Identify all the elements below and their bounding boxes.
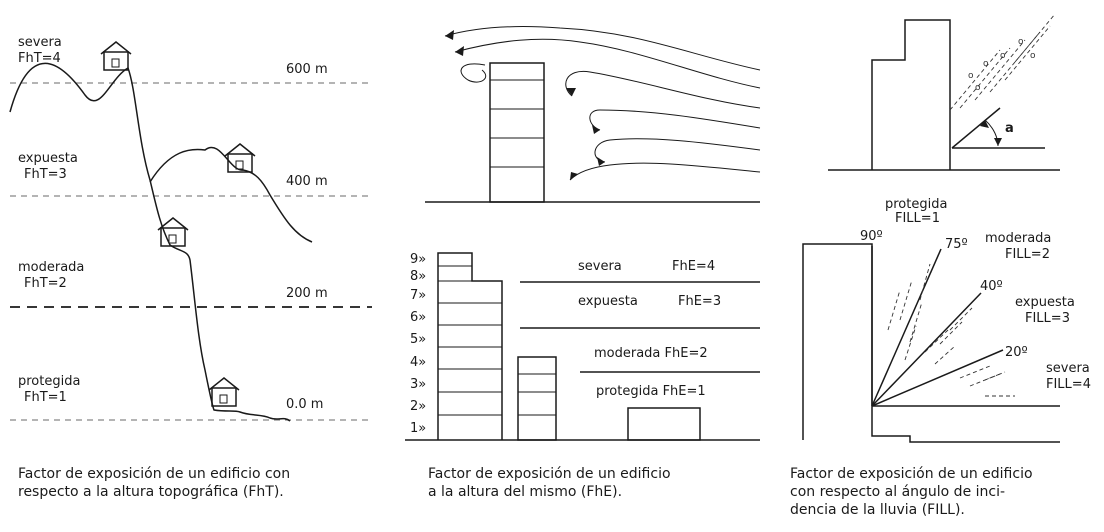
arrow-icon <box>592 125 600 134</box>
panel-topographic: severa FhT=4 expuesta FhT=3 moderada FhT… <box>9 35 372 500</box>
wind-line <box>565 70 761 109</box>
arrow-icon <box>445 30 454 40</box>
floor-label: 7» <box>410 288 426 303</box>
tall-building <box>489 62 545 203</box>
wind-line <box>589 109 761 131</box>
zone-severa: severa <box>578 259 622 274</box>
arrow-icon <box>570 172 578 180</box>
panel-wind <box>425 26 761 203</box>
zone-protegida: protegida FhE=1 <box>596 384 706 399</box>
angle-40: 40º <box>980 279 1003 294</box>
zone-expuesta: expuesta <box>578 294 638 309</box>
label-expuesta: expuesta <box>18 151 78 166</box>
zone-expuesta-factor: FhE=3 <box>678 294 721 309</box>
small-building <box>627 407 701 441</box>
caption-rain-line3: dencia de la lluvia (FILL). <box>790 502 965 518</box>
arrow-icon <box>994 138 1002 146</box>
caption-height-line1: Factor de exposición de un edificio <box>428 466 671 482</box>
angle-label: a <box>1005 121 1014 136</box>
wind-line <box>454 38 761 89</box>
zone-severa: severa <box>1046 361 1090 376</box>
altitude-0: 0.0 m <box>286 397 323 412</box>
label-protegida-factor: FhT=1 <box>24 390 67 405</box>
zone-severa-factor: FhE=4 <box>672 259 715 274</box>
svg-text:o: o <box>983 59 989 69</box>
svg-text:o: o <box>1030 51 1036 61</box>
panel-height: 1» 2» 3» 4» 5» 6» 7» 8» 9» severa FhE=4 … <box>405 252 760 500</box>
zone-expuesta-factor: FILL=3 <box>1025 311 1070 326</box>
terrain-profile <box>9 62 291 422</box>
building <box>871 19 951 170</box>
arrow-icon <box>566 88 576 96</box>
angle-90: 90º <box>860 229 883 244</box>
floor-label: 4» <box>410 355 426 370</box>
rain-direction-line <box>951 107 1001 149</box>
floor-label: 9» <box>410 252 426 267</box>
arrow-icon <box>455 46 464 56</box>
house-icon <box>208 377 240 407</box>
zone-moderada: moderada FhE=2 <box>594 346 708 361</box>
label-severa-factor: FhT=4 <box>18 51 61 66</box>
angle-line-40 <box>871 292 982 407</box>
label-protegida: protegida <box>18 374 80 389</box>
svg-text:o: o <box>1018 37 1024 47</box>
caption-topographic-line1: Factor de exposición de un edificio con <box>18 466 290 482</box>
caption-height-line2: a la altura del mismo (FhE). <box>428 484 622 500</box>
zone-moderada-factor: FILL=2 <box>1005 247 1050 262</box>
label-protegida-factor: FILL=1 <box>895 211 940 226</box>
angle-20: 20º <box>1005 345 1028 360</box>
wind-line <box>594 138 761 163</box>
wind-line <box>444 26 761 71</box>
panel-rain-fan: protegida FILL=1 90º 75º 40º 20º moderad… <box>790 197 1091 518</box>
house-icon <box>157 217 189 247</box>
arrow-icon <box>980 120 989 128</box>
zone-severa-factor: FILL=4 <box>1046 377 1091 392</box>
floor-label: 3» <box>410 377 426 392</box>
wind-eddy <box>460 63 487 83</box>
altitude-400: 400 m <box>286 174 328 189</box>
rain-streaks <box>949 13 1056 111</box>
label-protegida: protegida <box>885 197 947 212</box>
angle-line-75 <box>871 248 942 407</box>
label-moderada-factor: FhT=2 <box>24 276 67 291</box>
medium-building <box>517 356 557 441</box>
floor-label: 6» <box>410 310 426 325</box>
angle-75: 75º <box>945 237 968 252</box>
arrow-icon <box>597 157 605 166</box>
house-icon <box>224 143 256 173</box>
label-moderada: moderada <box>18 260 84 275</box>
svg-text:o: o <box>1000 51 1006 61</box>
svg-text:o: o <box>968 71 974 81</box>
angle-arc <box>984 119 999 147</box>
altitude-200: 200 m <box>286 286 328 301</box>
caption-topographic-line2: respecto a la altura topográfica (FhT). <box>18 484 284 500</box>
rain-streaks <box>887 263 1015 397</box>
floor-label: 2» <box>410 399 426 414</box>
svg-text:o: o <box>975 83 981 93</box>
angle-line-20 <box>871 349 1004 407</box>
altitude-600: 600 m <box>286 62 328 77</box>
panel-rain-angle: ooo ooo a <box>828 13 1060 171</box>
floor-label: 5» <box>410 332 426 347</box>
label-severa: severa <box>18 35 62 50</box>
wind-line <box>569 162 761 181</box>
caption-rain-line1: Factor de exposición de un edificio <box>790 466 1033 482</box>
tall-building <box>437 252 503 440</box>
caption-rain-line2: con respecto al ángulo de inci- <box>790 484 1005 500</box>
zone-expuesta: expuesta <box>1015 295 1075 310</box>
label-expuesta-factor: FhT=3 <box>24 167 67 182</box>
zone-moderada: moderada <box>985 231 1051 246</box>
building-section <box>802 243 1060 443</box>
terrain-hill <box>149 146 313 243</box>
house-icon <box>100 41 132 71</box>
floor-label: 1» <box>410 421 426 436</box>
floor-label: 8» <box>410 269 426 284</box>
